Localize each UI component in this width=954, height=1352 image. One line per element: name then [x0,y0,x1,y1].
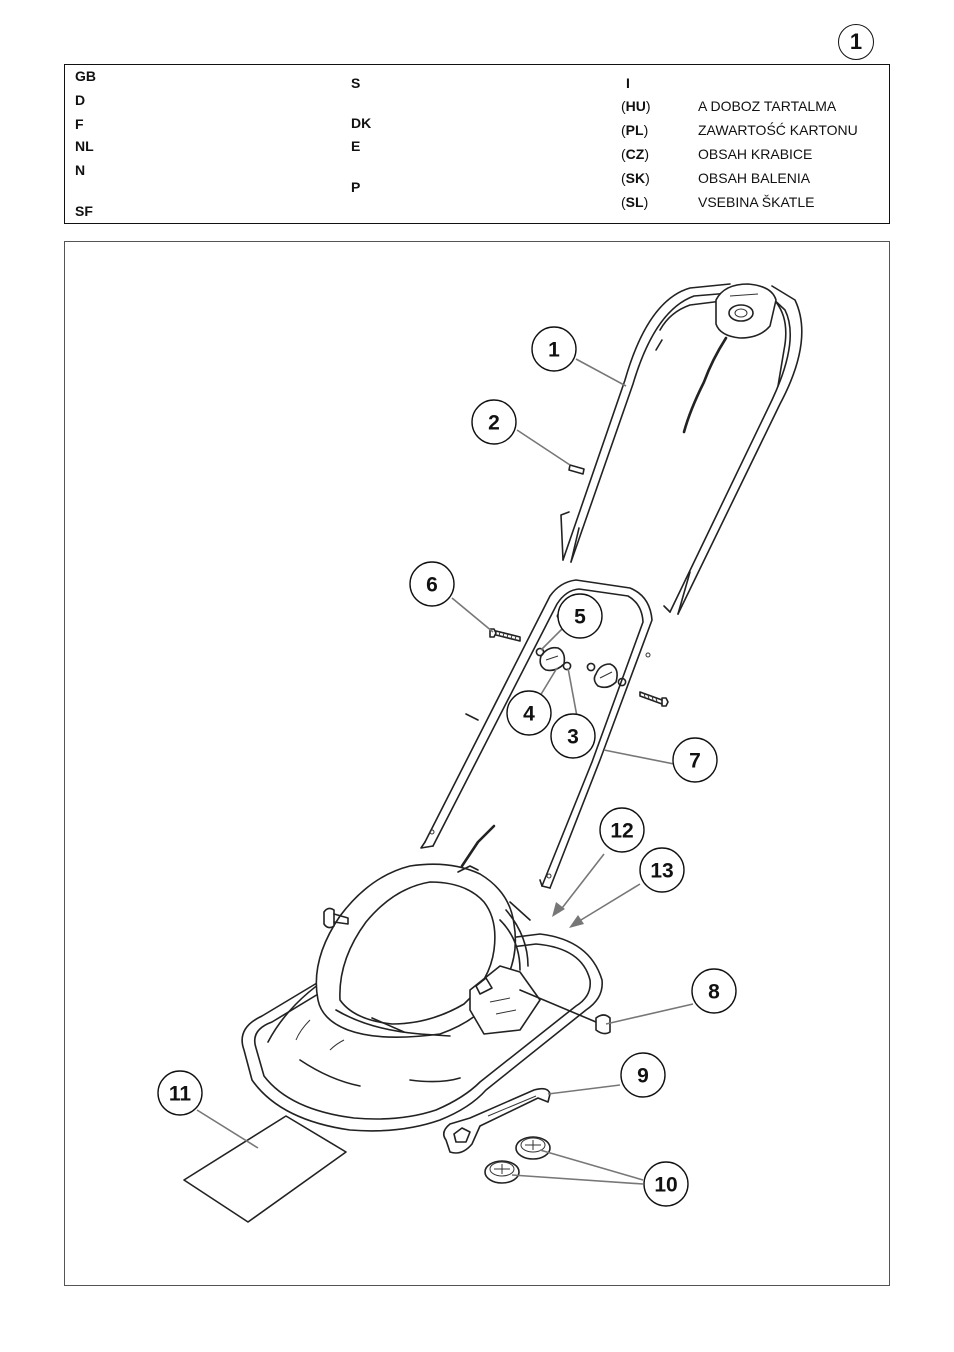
height-spacers [484,1136,551,1184]
callout-3: 3 [550,713,596,759]
page-number-badge: 1 [838,24,874,60]
callout-8: 8 [691,968,737,1014]
svg-text:12: 12 [610,820,633,843]
callout-9: 9 [620,1052,666,1098]
svg-text:1: 1 [548,339,560,362]
callout-4: 4 [506,690,552,736]
svg-text:11: 11 [169,1083,192,1106]
callout-6: 6 [409,561,455,607]
lang-text-hu: A DOBOZ TARTALMA [698,98,837,114]
svg-text:10: 10 [654,1174,677,1197]
lang-row-hu: (HU) [621,98,651,114]
upper-handle [560,283,803,615]
lang-row-pl: (PL) [621,122,649,138]
svg-text:2: 2 [488,412,500,435]
deck-bolt-right [519,989,611,1035]
lang-row-sl: (SL) [621,194,649,210]
lang-row-sk: (SK) [621,170,650,186]
indicator-arrows [552,853,641,928]
callout-10: 10 [643,1161,689,1207]
motor-cover [315,863,531,1038]
lang-text-pl: ZAWARTOŚĆ KARTONU [698,122,858,138]
lang-text-cz: OBSAH KRABICE [698,146,813,162]
svg-text:4: 4 [523,703,535,726]
lang-code: D [75,92,86,108]
svg-text:8: 8 [708,981,720,1004]
lower-handle [420,579,653,889]
svg-text:13: 13 [650,860,673,883]
svg-text:9: 9 [637,1065,649,1088]
lang-code: GB [75,68,96,84]
lang-code: N [75,162,86,178]
deck-bolt-left [323,907,349,929]
handle-knobs [539,646,618,689]
lang-code: F [75,116,84,132]
lang-code: NL [75,138,94,154]
callout-13: 13 [639,847,685,893]
callout-11: 11 [157,1070,203,1116]
language-table: GB D F NL N SF S DK E P I (HU) A DOBOZ T… [64,64,890,224]
callout-12: 12 [599,807,645,853]
svg-text:7: 7 [689,750,701,773]
lang-code: I [626,75,630,91]
lang-row-cz: (CZ) [621,146,650,162]
callout-7: 7 [672,737,718,783]
parts-diagram-frame [64,241,890,1286]
svg-text:6: 6 [426,574,438,597]
lang-text-sk: OBSAH BALENIA [698,170,811,186]
instruction-manual [183,1115,347,1223]
lang-text-sl: VSEBINA ŠKATLE [698,194,815,210]
handle-mount [469,965,541,1035]
spanner [442,1087,551,1154]
callout-5: 5 [557,593,603,639]
washers [535,647,627,687]
lang-code: P [351,179,361,195]
cable-clip [568,464,585,475]
svg-text:3: 3 [567,726,579,749]
callout-2: 2 [471,399,517,445]
leader-lines [196,358,694,1185]
lang-code: E [351,138,361,154]
svg-text:5: 5 [574,606,586,629]
lang-code: SF [75,203,93,219]
bolts [489,628,669,707]
lang-code: S [351,75,361,91]
callout-1: 1 [531,326,577,372]
lang-code: DK [351,115,372,131]
